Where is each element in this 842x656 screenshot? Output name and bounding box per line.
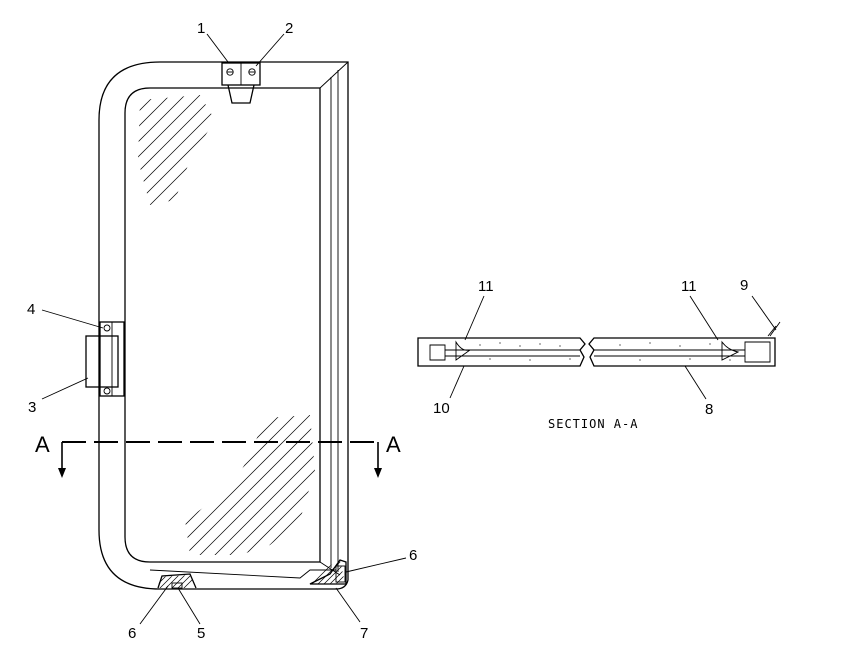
screw-icon xyxy=(103,387,111,395)
callout-6b: 6 xyxy=(409,547,417,564)
screw-icon xyxy=(248,68,256,76)
callout-11a: 11 xyxy=(478,278,494,295)
section-view: SECTION A-A xyxy=(417,321,781,431)
callout-5: 5 xyxy=(197,625,205,642)
callouts: 1 2 3 4 5 6 6 7 8 9 10 11 11 xyxy=(27,20,777,642)
callout-9: 9 xyxy=(740,277,748,294)
glass-hatching xyxy=(138,95,315,555)
callout-2: 2 xyxy=(285,20,293,37)
callout-4: 4 xyxy=(27,301,35,318)
section-arrow-icon xyxy=(58,468,66,478)
section-marker-left: A xyxy=(35,432,50,457)
screw-icon xyxy=(103,324,111,332)
top-latch xyxy=(221,62,261,104)
section-line: A A xyxy=(35,432,401,478)
callout-11b: 11 xyxy=(681,278,697,295)
side-hinge xyxy=(85,321,125,397)
bottom-pads xyxy=(157,559,347,589)
callout-1: 1 xyxy=(197,20,205,37)
callout-3: 3 xyxy=(28,399,36,416)
window-frame xyxy=(98,61,349,590)
callout-10: 10 xyxy=(433,400,450,417)
callout-8: 8 xyxy=(705,401,713,418)
section-arrow-icon xyxy=(374,468,382,478)
section-marker-right: A xyxy=(386,432,401,457)
callout-7: 7 xyxy=(360,625,368,642)
screw-icon xyxy=(226,68,234,76)
section-caption: SECTION A-A xyxy=(548,417,638,431)
callout-6a: 6 xyxy=(128,625,136,642)
